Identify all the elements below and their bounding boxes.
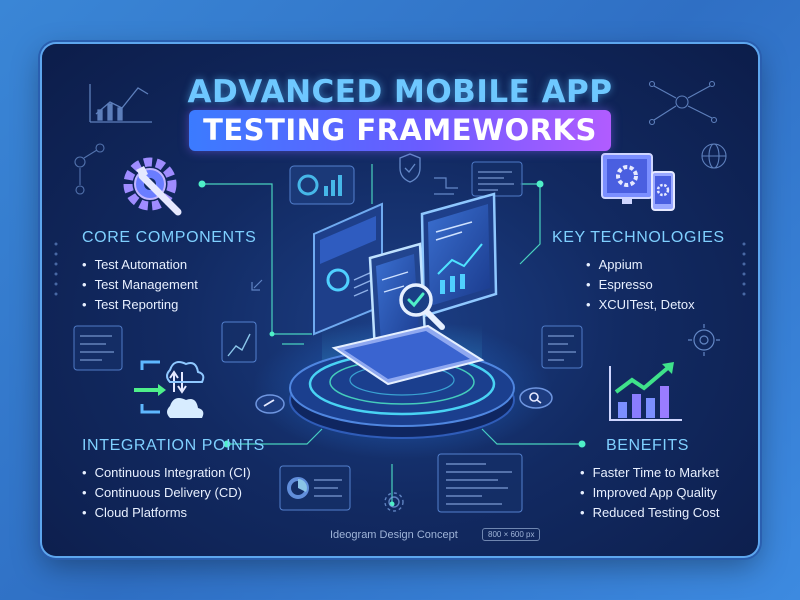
flow-arrows-icon <box>434 177 458 195</box>
devices-gear-icon <box>601 153 675 211</box>
list-item: Test Reporting <box>82 295 256 315</box>
list-item: Test Automation <box>82 255 256 275</box>
section-core-components: CORE COMPONENTS Test Automation Test Man… <box>82 229 256 315</box>
list-item: Continuous Integration (CI) <box>82 463 265 483</box>
section-heading: CORE COMPONENTS <box>82 229 257 246</box>
bar-chart-card-icon <box>221 321 257 363</box>
section-heading: KEY TECHNOLOGIES <box>552 229 725 246</box>
list-item: Improved App Quality <box>580 483 720 503</box>
platform-button-right <box>519 387 553 409</box>
code-listing-icon <box>437 453 523 513</box>
connector-lines <box>202 164 582 504</box>
list-item: Espresso <box>586 275 725 295</box>
dashboard-card-icon <box>289 165 355 205</box>
list-item: Faster Time to Market <box>580 463 720 483</box>
title-line-2-wrapper: TESTING FRAMEWORKS <box>42 110 758 151</box>
central-illustration <box>252 192 553 459</box>
title-line-1: ADVANCED MOBILE APP <box>187 74 613 110</box>
shield-icon <box>399 153 421 183</box>
section-list: Test Automation Test Management Test Rep… <box>82 255 256 315</box>
platform-button-left <box>255 394 285 414</box>
list-item: XCUITest, Detox <box>586 295 725 315</box>
sync-cloud-icon <box>134 360 205 418</box>
section-list: Faster Time to Market Improved App Quali… <box>580 463 720 523</box>
people-network-icon <box>74 143 105 195</box>
section-heading: BENEFITS <box>606 437 690 454</box>
trend-chart-icon <box>89 84 152 123</box>
section-integration-points: INTEGRATION POINTS Continuous Integratio… <box>82 437 265 523</box>
section-benefits: BENEFITS Faster Time to Market Improved … <box>580 437 720 523</box>
section-key-technologies: KEY TECHNOLOGIES Appium Espresso XCUITes… <box>552 229 725 315</box>
tablet-left <box>313 202 383 336</box>
list-item: Appium <box>586 255 725 275</box>
infographic-panel: ADVANCED MOBILE APP TESTING FRAMEWORKS C… <box>42 44 758 556</box>
list-item: Reduced Testing Cost <box>580 503 720 523</box>
list-item: Test Management <box>82 275 256 295</box>
globe-icon <box>701 143 727 169</box>
code-window-icon <box>471 161 523 197</box>
dotted-rail-left <box>54 242 58 296</box>
target-icon <box>688 324 720 356</box>
dotted-rail-right <box>742 242 746 296</box>
platform-base <box>289 349 515 439</box>
list-item: Cloud Platforms <box>82 503 265 523</box>
tablet-right <box>420 192 498 318</box>
title-line-2: TESTING FRAMEWORKS <box>189 110 611 151</box>
section-list: Continuous Integration (CI) Continuous D… <box>82 463 265 523</box>
doc-card-right-icon <box>541 325 583 369</box>
small-gear-icon <box>384 492 404 512</box>
pie-chart-card-icon <box>279 465 351 511</box>
section-list: Appium Espresso XCUITest, Detox <box>552 255 725 315</box>
section-heading: INTEGRATION POINTS <box>82 437 265 454</box>
illustration-canvas <box>54 80 746 513</box>
gear-wrench-icon <box>123 157 182 216</box>
magnifier-check-icon <box>399 283 445 330</box>
growth-chart-icon <box>609 362 682 421</box>
doc-card-left-icon <box>73 325 123 371</box>
network-nodes-icon <box>648 80 718 126</box>
phone-lying <box>331 324 485 386</box>
footer-size-badge: 800 × 600 px <box>482 528 541 541</box>
footer-caption: Ideogram Design Concept <box>330 529 458 541</box>
list-item: Continuous Delivery (CD) <box>82 483 265 503</box>
